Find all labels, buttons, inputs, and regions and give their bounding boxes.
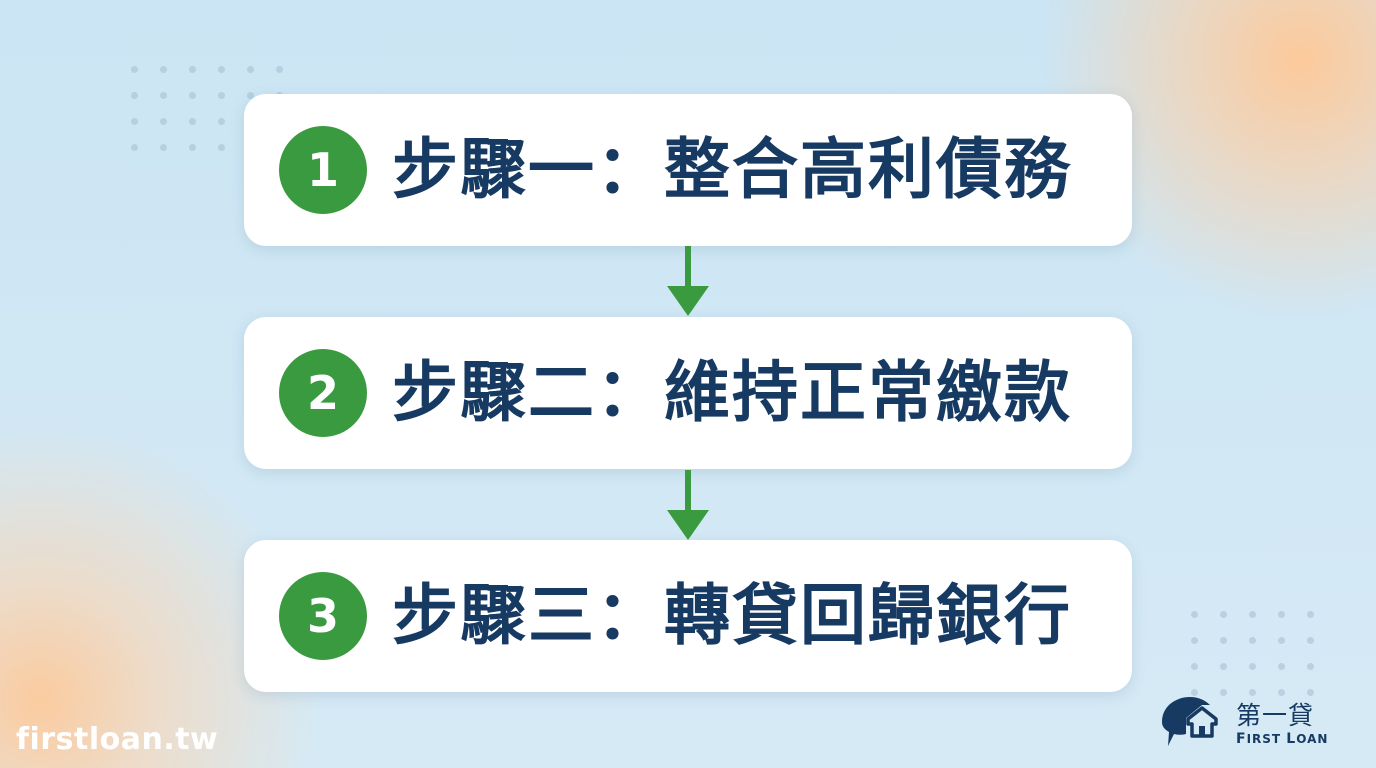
step-card: 2 步驟二：維持正常繳款: [244, 317, 1132, 469]
logo-name: 第一貸: [1236, 701, 1315, 730]
brand-logo: 第一貸 FIRST LOAN: [1156, 694, 1336, 754]
arrow-down-icon: [667, 470, 709, 540]
decorative-dot-grid: [1191, 611, 1314, 696]
arrow-down-icon: [667, 246, 709, 316]
website-url: firstloan.tw: [16, 722, 219, 757]
step-number-badge: 1: [279, 126, 367, 214]
step-card: 1 步驟一：整合高利債務: [244, 94, 1132, 246]
logo-subtitle: FIRST LOAN: [1236, 731, 1329, 747]
step-number-badge: 2: [279, 349, 367, 437]
speech-bubble-house-icon: [1162, 697, 1218, 746]
step-card: 3 步驟三：轉貸回歸銀行: [244, 540, 1132, 692]
step-label: 步驟一：整合高利債務: [392, 131, 1072, 208]
step-number-badge: 3: [279, 572, 367, 660]
step-label: 步驟三：轉貸回歸銀行: [392, 577, 1072, 654]
step-label: 步驟二：維持正常繳款: [392, 354, 1072, 431]
